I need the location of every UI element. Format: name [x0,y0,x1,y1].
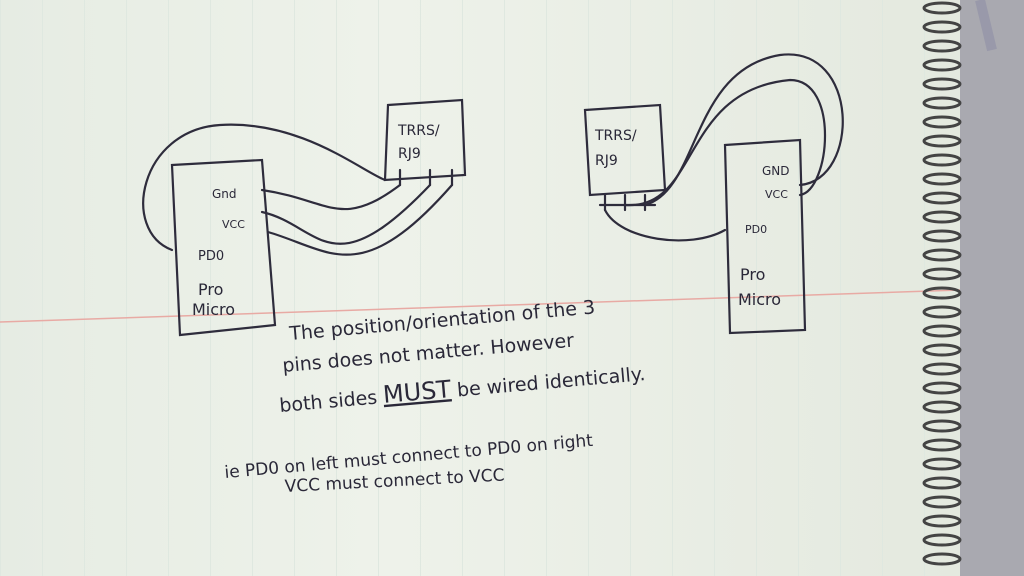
board-label: Pro [198,280,223,299]
spiral-ring [922,305,962,319]
spiral-ring [922,343,962,357]
pin-label-pd0: PD0 [198,249,224,264]
spiral-ring [922,400,962,414]
wire-gnd [643,53,844,207]
notebook-page [0,0,960,576]
spiral-ring [922,210,962,224]
spiral-ring [922,134,962,148]
wire-gnd [260,183,402,211]
spiral-ring [922,476,962,490]
board-label: Micro [192,300,235,319]
spiral-ring [922,438,962,452]
left-pro-micro: Gnd VCC PD0 Pro Micro [170,158,277,337]
spiral-ring [922,39,962,53]
connector-label: RJ9 [398,146,421,162]
ruled-lines [0,289,960,323]
board-label: Micro [738,290,781,309]
pen [975,0,997,52]
pin-label-vcc: VCC [222,218,245,231]
connector-label: RJ9 [595,153,618,169]
right-trrs-connector: TRRS/ RJ9 [583,103,667,212]
handwritten-note: The position/orientation of the 3 pins d… [224,296,646,497]
spiral-ring [922,115,962,129]
pin-label-gnd: GND [762,164,790,178]
spiral-ring [922,1,962,15]
connector-label: TRRS/ [594,128,637,144]
spiral-ring [922,58,962,72]
wire-vcc [623,78,827,207]
spiral-ring [922,495,962,509]
spiral-ring [922,229,962,243]
spiral-ring [922,362,962,376]
wiring-diagram: Gnd VCC PD0 Pro Micro TRRS/ RJ9 TRRS/ RJ… [142,53,844,497]
spiral-ring [922,514,962,528]
wire-3 [266,183,454,256]
spiral-ring [922,286,962,300]
spiral-ring [922,191,962,205]
spiral-ring [922,267,962,281]
left-trrs-connector: TRRS/ RJ9 [383,98,467,187]
board-label: Pro [740,265,765,284]
spiral-ring [922,96,962,110]
spiral-ring [922,419,962,433]
spiral-ring [922,533,962,547]
spiral-ring [922,381,962,395]
right-pro-micro: GND VCC PD0 Pro Micro [723,138,807,335]
spiral-ring [922,457,962,471]
connector-label: TRRS/ [397,123,440,139]
spiral-ring [922,77,962,91]
spiral-ring [922,324,962,338]
wire-pd0 [142,123,387,252]
spiral-ring [922,20,962,34]
spiral-ring [922,552,962,566]
spiral-ring [922,153,962,167]
margin-line [0,289,960,323]
spiral-binding [922,0,997,566]
pin-label-pd0: PD0 [745,223,767,236]
pin-label-vcc: VCC [765,188,788,201]
wire-pd0 [603,208,727,242]
spiral-ring [922,172,962,186]
wire-vcc [260,183,432,245]
spiral-ring [922,248,962,262]
pin-label-gnd: Gnd [212,187,237,201]
